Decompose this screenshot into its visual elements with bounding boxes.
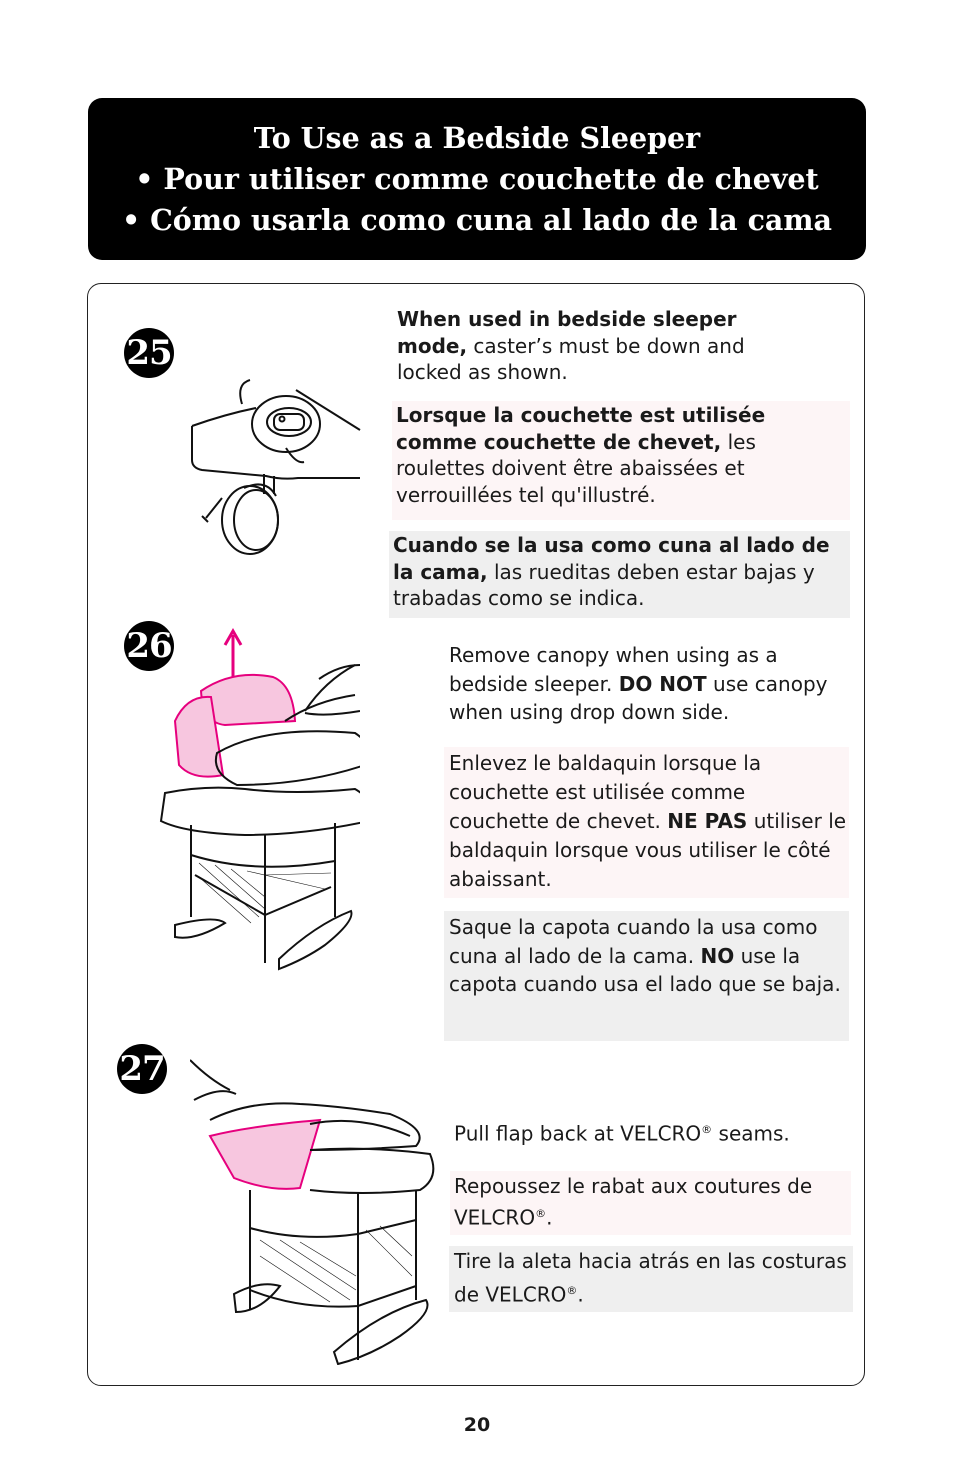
step-27-en-b: seams.: [712, 1121, 790, 1146]
step-27-en-a: Pull flap back at VELCRO: [454, 1121, 702, 1146]
step-26-text-fr: Enlevez le baldaquin lorsque la couchett…: [444, 747, 849, 898]
step-25-badge: 25: [124, 328, 174, 378]
step-26-fr-b: utiliser le baldaquin lorsque vous utili…: [449, 809, 847, 891]
step-26-text-es: Saque la capota cuando la usa como cuna …: [444, 911, 849, 1041]
step-27-en-reg: ®: [701, 1123, 713, 1136]
step-27-number: 27: [119, 1049, 165, 1089]
step-25-fr-rest: les roulettes doivent être abaissées et …: [396, 429, 756, 507]
step-25-fr-bold: Lorsque la couchette est utilisée comme …: [396, 403, 766, 454]
header-title-en: To Use as a Bedside Sleeper: [253, 120, 701, 155]
step-27-fr-reg: ®: [535, 1207, 547, 1220]
step-25-en-bold: When used in bedside sleeper mode,: [397, 307, 737, 358]
step-26-en-bold: DO NOT: [618, 671, 707, 696]
page-header: To Use as a Bedside Sleeper • Pour utili…: [88, 98, 866, 260]
step-26-es-bold: NO: [700, 943, 735, 968]
bassinet-flap-illustration: [190, 1059, 435, 1365]
step-26-es-b: use la capota cuando usa el lado que se …: [449, 943, 841, 997]
step-26-es-a: Saque la capota cuando la usa como cuna …: [449, 915, 818, 968]
caster-illustration: [191, 379, 361, 555]
step-27-text-en: Pull flap back at VELCRO® seams.: [454, 1117, 834, 1147]
step-27-text-fr: Repoussez le rabat aux coutures de VELCR…: [450, 1171, 851, 1235]
step-26-number: 26: [126, 626, 172, 666]
header-title-es: • Cómo usarla como cuna al lado de la ca…: [121, 202, 833, 237]
step-27-fr-a: Repoussez le rabat aux coutures de VELCR…: [454, 1174, 813, 1230]
step-27-es-b: .: [577, 1282, 584, 1307]
step-27-fr-b: .: [546, 1205, 553, 1230]
step-25-es-rest: las rueditas deben estar bajas y trabada…: [393, 559, 815, 611]
step-26-fr-bold: NE PAS: [667, 809, 748, 833]
step-25-es-bold: Cuando se la usa como cuna al lado de la…: [393, 533, 830, 584]
step-27-text-es: Tire la aleta hacia atrás en las costura…: [449, 1246, 853, 1312]
step-26-badge: 26: [124, 621, 174, 671]
step-27-es-reg: ®: [566, 1284, 578, 1297]
step-26-fr-a: Enlevez le baldaquin lorsque la couchett…: [449, 751, 762, 833]
step-25-text-es: Cuando se la usa como cuna al lado de la…: [389, 531, 850, 618]
page-number: 20: [463, 1414, 491, 1436]
step-26-text-en: Remove canopy when using as a bedside sl…: [449, 641, 849, 727]
instructions-frame: [87, 283, 865, 1386]
step-27-badge: 27: [117, 1044, 167, 1094]
step-25-number: 25: [126, 333, 172, 373]
step-27-es-a: Tire la aleta hacia atrás en las costura…: [454, 1249, 847, 1307]
step-25-text-fr: Lorsque la couchette est utilisée comme …: [392, 401, 850, 520]
step-26-en-a: Remove canopy when using as a bedside sl…: [449, 643, 778, 696]
step-25-text-en: When used in bedside sleeper mode, caste…: [397, 306, 797, 386]
bassinet-canopy-illustration: [159, 627, 360, 971]
step-25-en-rest: caster’s must be down and locked as show…: [397, 333, 745, 385]
header-title-fr: • Pour utiliser comme couchette de cheve…: [135, 161, 819, 196]
step-26-en-b: use canopy when using drop down side.: [449, 671, 828, 725]
